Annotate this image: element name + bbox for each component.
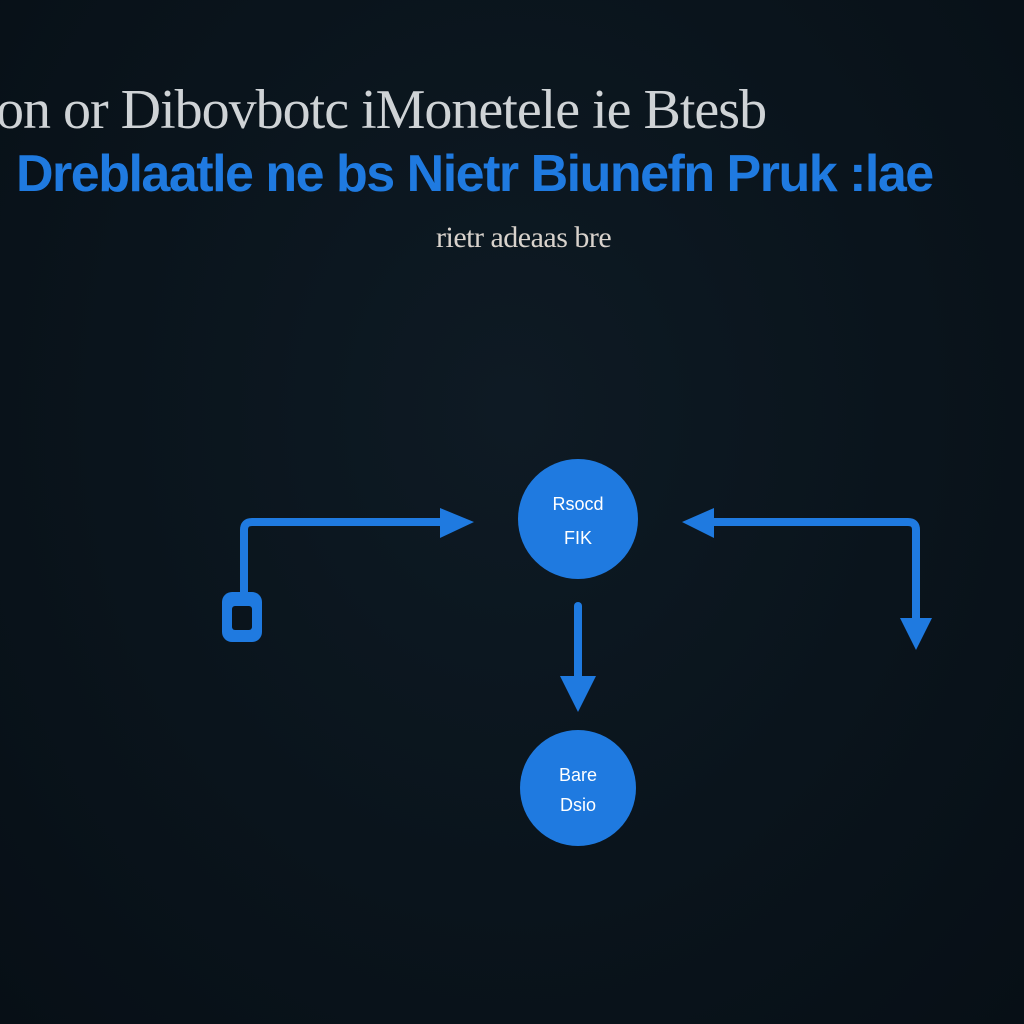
subtitle: rietr adeaas bre bbox=[436, 221, 612, 254]
bottom-node bbox=[520, 730, 636, 846]
top-node-label-2: FIK bbox=[563, 528, 592, 548]
left-connector bbox=[240, 518, 444, 602]
bottom-node-label-1: Bare bbox=[558, 765, 598, 785]
left-arrowhead bbox=[440, 508, 474, 538]
title-line-1: on or Dibovbotc iMonetele ie Btesb bbox=[0, 79, 767, 141]
center-arrowhead bbox=[560, 676, 596, 712]
plug-icon bbox=[222, 592, 262, 642]
top-node bbox=[518, 459, 638, 579]
top-node-label-1: Rsocd bbox=[552, 494, 604, 514]
bottom-node-label-2: Dsio bbox=[559, 795, 596, 815]
right-arrowhead-left bbox=[682, 508, 714, 538]
title-line-2: Dreblaatle ne bs Nietr Biunefn Pruk :lae bbox=[16, 145, 934, 203]
right-arrowhead-down bbox=[900, 618, 932, 650]
right-connector bbox=[710, 518, 920, 626]
